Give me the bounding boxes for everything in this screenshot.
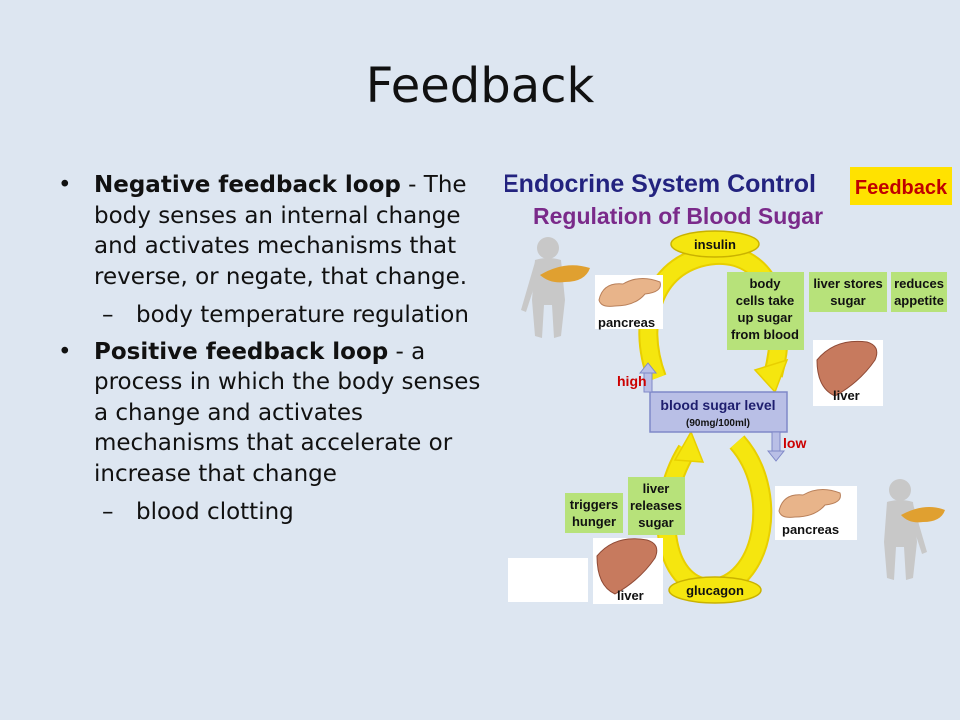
bottom-arrowhead bbox=[673, 430, 705, 463]
bullet-text: - a process in which the body senses a c… bbox=[94, 338, 481, 487]
bullet-negative-feedback: Negative feedback loop - The body senses… bbox=[56, 170, 496, 292]
reduces-appetite-box bbox=[891, 272, 947, 312]
pancreas-top-label: pancreas bbox=[598, 315, 655, 330]
feedback-badge-label: Feedback bbox=[855, 177, 948, 199]
sub-bullet-example: body temperature regulation bbox=[56, 300, 496, 331]
bullet-list: Negative feedback loop - The body senses… bbox=[56, 170, 496, 534]
liver-stores-box bbox=[809, 272, 887, 312]
bullet-term: Negative feedback loop bbox=[94, 172, 401, 198]
reduces-appetite-line2: appetite bbox=[894, 293, 944, 308]
human-figure-bottom-icon bbox=[884, 479, 927, 580]
body-cells-line2: cells take bbox=[736, 293, 795, 308]
liver-top-label: liver bbox=[833, 388, 860, 403]
liver-releases-line1: liver bbox=[643, 481, 670, 496]
blood-sugar-value: (90mg/100ml) bbox=[686, 418, 750, 429]
liver-top-icon bbox=[816, 340, 878, 397]
diagram-title: Endocrine System Control bbox=[505, 170, 816, 198]
glucagon-label: glucagon bbox=[686, 583, 744, 598]
reduces-appetite-line1: reduces bbox=[894, 276, 944, 291]
pancreas-small-bottom-icon bbox=[901, 506, 945, 523]
liver-bottom-blank-panel bbox=[508, 558, 588, 602]
triggers-hunger-line2: hunger bbox=[572, 514, 616, 529]
blood-sugar-diagram: Endocrine System Control Regulation of B… bbox=[505, 160, 957, 605]
blood-sugar-label: blood sugar level bbox=[660, 397, 775, 413]
bullet-positive-feedback: Positive feedback loop - a process in wh… bbox=[56, 337, 496, 490]
human-figure-top-icon bbox=[521, 237, 565, 338]
blood-sugar-box bbox=[649, 391, 788, 433]
top-arrowhead bbox=[753, 358, 789, 394]
liver-bottom-icon bbox=[596, 538, 658, 595]
triggers-hunger-box bbox=[565, 493, 623, 533]
high-arrow-head bbox=[638, 362, 658, 374]
low-label: low bbox=[783, 435, 806, 451]
feedback-badge bbox=[850, 167, 952, 205]
glucagon-badge bbox=[668, 576, 762, 604]
bullet-text: - The body senses an internal change and… bbox=[94, 172, 468, 290]
pancreas-bottom-icon bbox=[778, 489, 841, 518]
pancreas-bottom-label: pancreas bbox=[782, 522, 839, 537]
low-arrow-head bbox=[766, 450, 786, 462]
insulin-label: insulin bbox=[694, 237, 736, 252]
liver-stores-line2: sugar bbox=[830, 293, 865, 308]
low-arrow-shaft bbox=[771, 431, 781, 453]
body-cells-box bbox=[727, 272, 804, 350]
liver-releases-box bbox=[628, 477, 685, 535]
body-cells-line4: from blood bbox=[731, 327, 799, 342]
liver-releases-line3: sugar bbox=[638, 515, 673, 530]
body-cells-line1: body bbox=[749, 276, 781, 291]
liver-stores-line1: liver stores bbox=[813, 276, 882, 291]
diagram-subtitle: Regulation of Blood Sugar bbox=[533, 203, 823, 229]
slide-title: Feedback bbox=[365, 58, 595, 114]
body-cells-line3: up sugar bbox=[738, 310, 793, 325]
high-label: high bbox=[617, 373, 647, 389]
sub-bullet-example: blood clotting bbox=[56, 497, 496, 528]
bullet-term: Positive feedback loop bbox=[94, 338, 389, 365]
triggers-hunger-line1: triggers bbox=[570, 497, 618, 512]
pancreas-small-top-icon bbox=[540, 265, 590, 283]
liver-releases-line2: releases bbox=[630, 498, 682, 513]
insulin-badge bbox=[670, 230, 760, 258]
pancreas-top-icon bbox=[598, 278, 661, 307]
liver-bottom-label: liver bbox=[617, 588, 644, 603]
